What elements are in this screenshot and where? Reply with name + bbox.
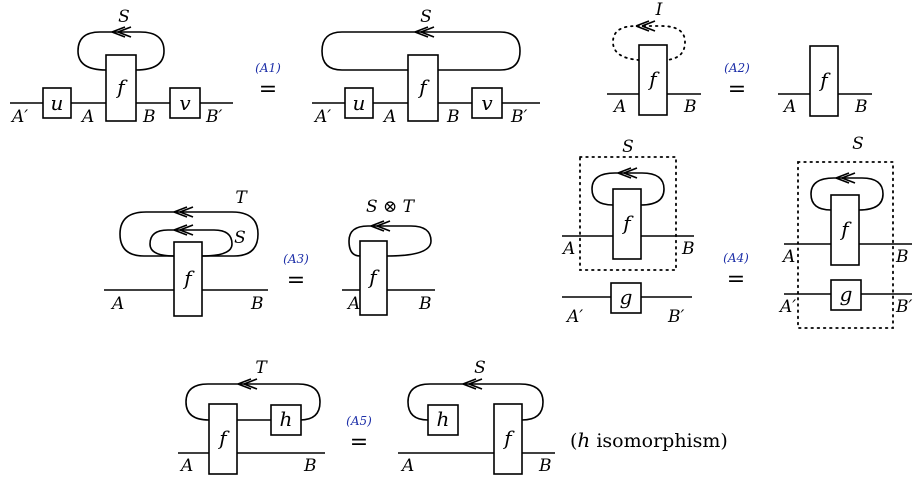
- a-label: A: [346, 294, 360, 314]
- a1-right-diagram: u f v S A′ A B B′: [312, 7, 540, 127]
- a-label: A: [781, 247, 795, 267]
- box-f: [638, 44, 668, 116]
- box-f: [809, 45, 839, 117]
- b-label: B: [854, 97, 868, 117]
- s-label: S: [852, 134, 864, 154]
- equals-sign: =: [350, 430, 368, 455]
- a2-right-diagram: f A B: [778, 45, 872, 117]
- b-label: B: [538, 456, 552, 476]
- b-label: B: [446, 107, 460, 127]
- box-f: [359, 240, 388, 316]
- equation-ref-a2: (A2): [724, 61, 750, 75]
- equation-a5: (A5) =: [346, 414, 372, 455]
- a-label: A: [179, 456, 193, 476]
- b-prime-label: B′: [510, 107, 527, 127]
- a4-left-diagram: f S A B g A′ B′: [561, 137, 695, 327]
- v-label: v: [179, 91, 191, 115]
- t-label: T: [235, 188, 248, 208]
- box-v: [471, 87, 503, 119]
- a-prime-label: A′: [10, 107, 28, 127]
- box-f: [105, 54, 137, 122]
- box-f: [612, 188, 642, 260]
- i-label: I: [655, 0, 663, 20]
- a3-right-diagram: f S ⊗ T A B: [342, 197, 435, 316]
- box-u: [42, 87, 72, 119]
- a-prime-label: A′: [313, 107, 331, 127]
- equation-ref-a3: (A3): [283, 252, 309, 266]
- equation-a3: (A3) =: [283, 252, 309, 293]
- a-prime-label: A′: [778, 297, 796, 317]
- s-label: S: [234, 228, 246, 248]
- box-f: [407, 54, 439, 122]
- a5-right-diagram: h f S A B: [398, 358, 555, 476]
- box-g: [610, 282, 642, 314]
- a-label: A: [400, 456, 414, 476]
- b-label: B: [895, 247, 909, 267]
- s-label: S: [118, 7, 130, 27]
- equation-ref-a4: (A4): [723, 251, 749, 265]
- equals-sign: =: [728, 77, 746, 102]
- a3-left-diagram: f T S A B: [104, 188, 268, 317]
- h-label: h: [280, 407, 293, 431]
- a2-left-diagram: f I A B: [607, 0, 701, 117]
- s-label: S: [622, 137, 634, 157]
- dotted-frame: [579, 156, 677, 271]
- box-h: [270, 404, 302, 436]
- g-label: g: [620, 285, 633, 309]
- equation-a4: (A4) =: [723, 251, 749, 292]
- b-label: B: [250, 294, 264, 314]
- u-label: u: [353, 91, 366, 115]
- s-label: S: [474, 358, 486, 378]
- a-label: A: [110, 294, 124, 314]
- b-prime-label: B′: [667, 307, 684, 327]
- box-h: [427, 404, 459, 436]
- v-label: v: [481, 91, 493, 115]
- equals-sign: =: [727, 267, 745, 292]
- box-f: [493, 403, 523, 475]
- s-tensor-t-label: S ⊗ T: [366, 197, 416, 217]
- equation-ref-a1: (A1): [255, 61, 281, 75]
- b-label: B: [303, 456, 317, 476]
- a4-right-diagram: f S A B g A′ B′: [778, 134, 912, 329]
- b-label: B: [142, 107, 156, 127]
- note-text: isomorphism): [590, 430, 728, 452]
- note-open-paren: (: [570, 430, 577, 452]
- a1-left-diagram: u f v S A′ A B B′: [10, 7, 233, 127]
- isomorphism-note: (h isomorphism): [570, 428, 728, 452]
- g-label: g: [840, 282, 853, 306]
- h-label: h: [437, 407, 450, 431]
- equals-sign: =: [259, 77, 277, 102]
- equation-a1: (A1) =: [255, 61, 281, 102]
- b-label: B: [418, 294, 432, 314]
- a-label: A: [382, 107, 396, 127]
- a-label: A: [782, 97, 796, 117]
- equation-a2: (A2) =: [724, 61, 750, 102]
- b-label: B: [681, 239, 695, 259]
- a-label: A: [561, 239, 575, 259]
- box-u: [344, 87, 374, 119]
- s-label: S: [420, 7, 432, 27]
- a-label: A: [612, 97, 626, 117]
- equals-sign: =: [287, 268, 305, 293]
- box-f: [830, 194, 860, 266]
- a-prime-label: A′: [565, 307, 583, 327]
- box-f: [173, 241, 203, 317]
- box-g: [830, 279, 862, 311]
- b-prime-label: B′: [205, 107, 222, 127]
- b-label: B: [683, 97, 697, 117]
- u-label: u: [51, 91, 64, 115]
- a-label: A: [80, 107, 94, 127]
- box-f: [208, 403, 238, 475]
- box-v: [169, 87, 201, 119]
- t-label: T: [255, 358, 268, 378]
- equation-ref-a5: (A5): [346, 414, 372, 428]
- b-prime-label: B′: [895, 297, 912, 317]
- note-h-var: h: [577, 428, 590, 452]
- a5-left-diagram: f h T A B: [178, 358, 325, 476]
